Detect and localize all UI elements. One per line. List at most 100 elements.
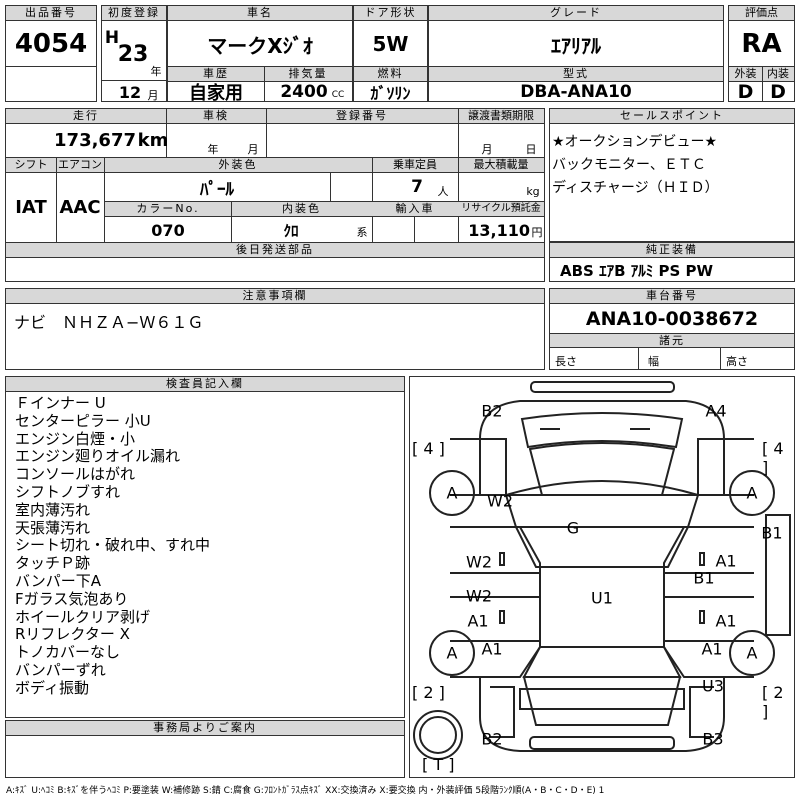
color-number: 070 — [151, 220, 185, 240]
sales-points-box: セールスポイント ★オークションデビュー★ バックモニター、ＥＴＣ ディスチャー… — [549, 108, 795, 242]
first-registration-box: 初度登録 H 23 年 12 月 — [101, 5, 167, 102]
exterior-score: D — [737, 81, 754, 103]
length-label: 長さ — [555, 355, 577, 368]
interior-label: 内装 — [762, 67, 794, 82]
inspector-note-line: Fガラス気泡あり — [15, 589, 129, 608]
model-code-label: 型式 — [429, 67, 723, 82]
first-registration-label: 初度登録 — [102, 6, 166, 21]
displacement-label: 排気量 — [264, 67, 352, 82]
lot-number: 4054 — [14, 29, 88, 59]
damage-label-a1-left1: A1 — [467, 611, 489, 631]
interior-color-suffix: 系 — [356, 226, 368, 239]
history-label: 車歴 — [168, 67, 264, 82]
score-box: 評価点 RA 外装 内装 D D — [728, 5, 795, 103]
first-registration-era: H — [104, 28, 120, 48]
color-no-label: カラーNo. — [105, 202, 231, 217]
equipment-label: 純正装備 — [550, 243, 794, 258]
inspector-note-line: シフトノブすれ — [15, 483, 121, 501]
office-label: 事務局よりご案内 — [6, 721, 404, 736]
damage-label-a1-right2: A1 — [715, 611, 737, 631]
vehicle-details-box: 走行 車検 登録番号 譲渡書類期限 173,677 km 年 月 月 日 シフト… — [5, 108, 545, 282]
equipment-box: 純正装備 ABS ｴｱB ｱﾙﾐ PS PW — [549, 242, 795, 282]
shift-value: IAT — [15, 196, 47, 218]
recycle-unit: 円 — [531, 226, 543, 239]
damage-label-a1-right1: A1 — [715, 551, 737, 571]
inspector-note-line: Ｆインナー U — [15, 394, 106, 412]
later-parts-label: 後日発送部品 — [6, 243, 544, 258]
tire-front-left-rating: [ 4 ] — [412, 439, 445, 458]
inspection-year-unit: 年 — [207, 143, 219, 156]
capacity-value: 7 — [411, 177, 423, 197]
door-label: ドア形状 — [354, 6, 427, 21]
history-value: 自家用 — [189, 83, 243, 104]
damage-label-u1: U1 — [591, 588, 613, 608]
interior-score: D — [770, 81, 786, 103]
chassis-label: 車台番号 — [550, 289, 794, 304]
shift-label: シフト — [6, 158, 56, 173]
damage-label-b1-center: B1 — [693, 568, 715, 588]
damage-label-w2-c: W2 — [466, 586, 492, 606]
door-value: 5W — [372, 32, 409, 56]
inspector-note-line: ホイールクリア剥げ — [15, 607, 151, 626]
width-label: 幅 — [648, 355, 659, 368]
tire-front-left-label: A — [446, 483, 458, 503]
legend-text: A:ｷｽﾞ U:ﾍｺﾐ B:ｷｽﾞを伴うﾍｺﾐ P:要塗装 W:補修跡 S:錆 … — [6, 786, 605, 796]
grade-value: ｴｱﾘｱﾙ — [551, 33, 601, 58]
inspector-note-line: センターピラー 小U — [15, 411, 151, 430]
inspection-label: 車検 — [166, 109, 266, 124]
damage-label-b2-bottom: B2 — [481, 729, 503, 749]
month-unit: 月 — [147, 89, 159, 102]
car-outline — [413, 381, 791, 760]
interior-color-value: ｸﾛ — [283, 221, 299, 240]
transfer-deadline-label: 譲渡書類期限 — [458, 109, 544, 124]
damage-label-b2-top: B2 — [481, 401, 503, 421]
lot-number-label: 出品番号 — [6, 6, 96, 21]
notes-label: 注意事項欄 — [6, 289, 544, 304]
car-name-box: 車名 マークXｼﾞｵ 車歴 排気量 自家用 2400 CC — [167, 5, 353, 104]
sales-points-label: セールスポイント — [550, 109, 794, 124]
mileage-value: 173,677 — [54, 129, 136, 151]
damage-label-g: G — [566, 518, 580, 538]
displacement-value: 2400 — [280, 82, 328, 102]
inspector-note-line: ボディ振動 — [15, 678, 89, 697]
exterior-color-label: 外装色 — [104, 158, 372, 173]
tire-rear-right-rating: [ 2 ] — [762, 683, 784, 721]
equipment-value: ABS ｴｱB ｱﾙﾐ PS PW — [560, 262, 714, 280]
max-load-unit: kg — [526, 184, 540, 198]
damage-label-w2-b: W2 — [466, 552, 492, 572]
sales-point-line: ディスチャージ（ＨＩＤ） — [552, 180, 719, 196]
grade-box: グレード ｴｱﾘｱﾙ 型式 DBA-ANA10 — [428, 5, 724, 102]
transfer-day-unit: 日 — [525, 143, 537, 156]
damage-label-b1-right: B1 — [761, 523, 783, 543]
inspector-note-line: コンソールはがれ — [15, 465, 136, 484]
exterior-color-value: ﾊﾟｰﾙ — [200, 179, 234, 200]
max-load-label: 最大積載量 — [458, 158, 544, 173]
inspector-note-line: バンパー下A — [15, 572, 102, 590]
chassis-number: ANA10-0038672 — [585, 308, 759, 330]
fuel-label: 燃料 — [354, 67, 427, 82]
first-registration-month: 12 — [118, 82, 142, 102]
damage-label-u3: U3 — [702, 676, 724, 696]
damage-label-a1-right3: A1 — [701, 639, 723, 659]
capacity-label: 乗車定員 — [372, 158, 458, 173]
score-label: 評価点 — [729, 6, 794, 21]
tire-rear-left-rating: [ 2 ] — [412, 683, 445, 702]
sales-point-line: ★オークションデビュー★ — [552, 134, 718, 150]
inspector-note-line: 室内薄汚れ — [15, 500, 91, 519]
car-name: マークXｼﾞｵ — [207, 33, 313, 58]
reg-no-label: 登録番号 — [266, 109, 458, 124]
model-code: DBA-ANA10 — [520, 82, 632, 102]
notes-box: 注意事項欄 ナビ ＮＨＺＡ−Ｗ６１Ｇ — [5, 288, 545, 370]
inspector-note-line: Rリフレクター X — [15, 625, 130, 644]
tire-rear-right-label: A — [746, 643, 758, 663]
year-unit: 年 — [150, 65, 162, 78]
tire-front-right-label: A — [746, 483, 758, 503]
mileage-label: 走行 — [6, 109, 166, 124]
recycle-label: リサイクル預託金 — [458, 202, 544, 217]
inspection-month-unit: 月 — [247, 143, 259, 156]
door-fuel-box: ドア形状 5W 燃料 ｶﾞｿﾘﾝ — [353, 5, 428, 103]
spare-tire-label: [ T ] — [422, 755, 455, 774]
recycle-value: 13,110 — [468, 220, 530, 240]
chassis-box: 車台番号 ANA10-0038672 諸元 長さ 幅 高さ — [549, 288, 795, 370]
inspector-note-line: トノカバーなし — [15, 643, 121, 662]
